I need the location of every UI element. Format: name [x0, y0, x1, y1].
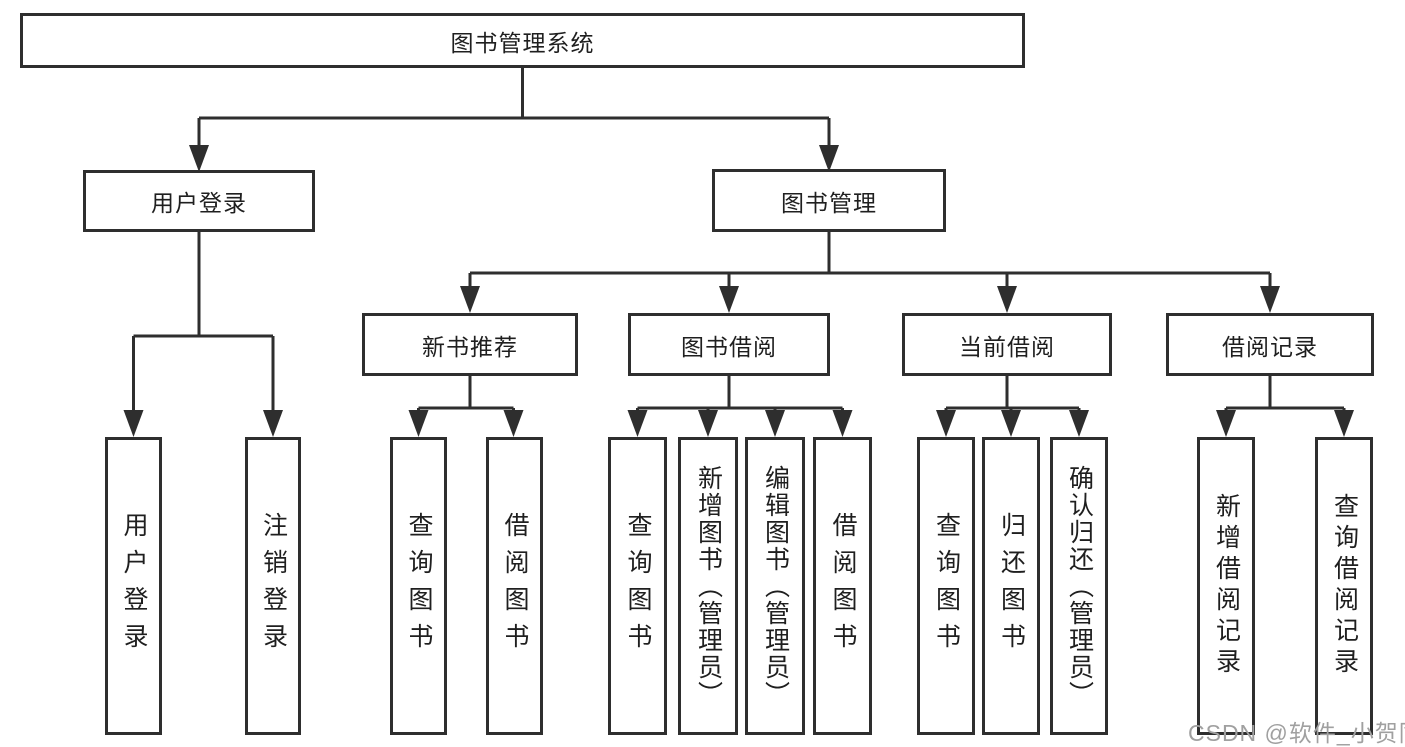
arrowhead	[765, 410, 785, 437]
arrowhead	[719, 286, 739, 313]
node-label: 查询图书	[624, 512, 652, 660]
node-label: 归还图书	[997, 512, 1026, 660]
node-label: 借阅图书	[829, 512, 857, 660]
node-borrow-records: 借阅记录	[1166, 313, 1374, 376]
node-label: 查询图书	[932, 512, 961, 660]
node-label: 新增图书（管理员）	[694, 464, 723, 708]
arrowhead	[832, 410, 853, 437]
node-label: 图书管理系统	[450, 29, 595, 56]
arrowhead	[1260, 286, 1280, 313]
node-label: 新书推荐	[422, 333, 518, 360]
arrowhead	[698, 410, 718, 437]
node-label: 用户登录	[120, 512, 148, 660]
node-book-borrowing: 图书借阅	[628, 313, 830, 376]
arrowhead	[936, 410, 956, 437]
node-label: 确认归还（管理员）	[1065, 464, 1094, 708]
arrowhead	[189, 145, 209, 172]
leaf-query-borrow-record: 查询借阅记录	[1315, 437, 1373, 735]
node-label: 注销登录	[259, 512, 288, 660]
node-label: 查询图书	[405, 512, 433, 660]
leaf-query-books-current: 查询图书	[917, 437, 975, 735]
leaf-logout: 注销登录	[245, 437, 301, 735]
arrowhead	[1216, 410, 1236, 437]
arrowhead	[819, 145, 839, 172]
arrowhead	[1334, 410, 1354, 437]
arrowhead	[1001, 410, 1021, 437]
node-label: 图书管理	[781, 189, 877, 216]
leaf-add-borrow-record: 新增借阅记录	[1197, 437, 1255, 735]
node-label: 借阅图书	[501, 512, 529, 660]
node-library-system: 图书管理系统	[20, 13, 1025, 68]
arrowhead	[123, 410, 144, 437]
node-label: 当前借阅	[959, 333, 1055, 360]
leaf-borrow-books-borrowing: 借阅图书	[813, 437, 872, 735]
node-label: 新增借阅记录	[1212, 493, 1241, 679]
node-label: 图书借阅	[681, 333, 777, 360]
node-book-management: 图书管理	[712, 169, 946, 232]
leaf-confirm-return-admin: 确认归还（管理员）	[1050, 437, 1108, 735]
node-label: 编辑图书（管理员）	[761, 464, 790, 708]
arrowhead	[627, 410, 648, 437]
arrowhead	[1069, 410, 1089, 437]
node-label: 借阅记录	[1222, 333, 1318, 360]
node-current-borrowing: 当前借阅	[902, 313, 1112, 376]
node-label: 查询借阅记录	[1330, 493, 1359, 679]
node-user-login: 用户登录	[83, 170, 315, 232]
leaf-query-books-recommend: 查询图书	[390, 437, 447, 735]
arrowhead	[460, 286, 480, 313]
csdn-watermark: CSDN @软件_小贺同学	[1188, 720, 1405, 746]
leaf-add-book-admin: 新增图书（管理员）	[678, 437, 738, 735]
leaf-query-books-borrowing: 查询图书	[608, 437, 667, 735]
node-label: 用户登录	[151, 190, 247, 216]
leaf-user-login: 用户登录	[105, 437, 162, 735]
leaf-borrow-books-recommend: 借阅图书	[486, 437, 543, 735]
leaf-return-book: 归还图书	[982, 437, 1040, 735]
arrowhead	[503, 410, 524, 437]
arrowhead	[408, 410, 429, 437]
arrowhead	[263, 410, 283, 437]
leaf-edit-book-admin: 编辑图书（管理员）	[745, 437, 805, 735]
arrowhead	[997, 286, 1017, 313]
node-new-book-recommend: 新书推荐	[362, 313, 578, 376]
